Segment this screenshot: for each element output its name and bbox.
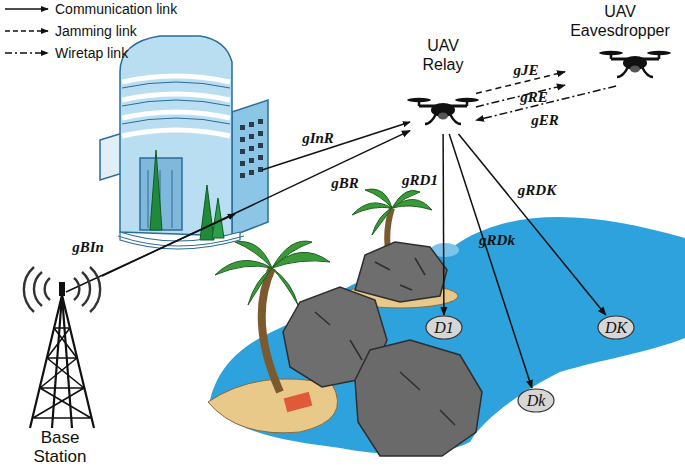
drone-legs	[425, 114, 461, 124]
rock	[355, 340, 482, 456]
tower-antenna	[59, 282, 65, 296]
building-steps	[118, 236, 244, 246]
node-label: Dk	[517, 388, 555, 413]
tower-symbol	[18, 268, 102, 430]
link-connector	[102, 131, 410, 277]
legend-solid-sample	[5, 8, 48, 9]
drone-legs	[617, 67, 653, 77]
channel-label: gRD1	[402, 172, 438, 189]
palm-trunk	[262, 268, 280, 392]
drone-rotor	[455, 98, 479, 102]
node-title: UAV Relay	[410, 36, 476, 74]
channel-label: gInR	[302, 130, 334, 147]
beach-towel	[284, 392, 313, 412]
channel-label: gER	[531, 112, 559, 129]
tower-leg	[30, 295, 94, 428]
node-label: D1	[425, 315, 463, 340]
tower-brace	[33, 328, 91, 418]
channel-label: gRE	[520, 89, 548, 106]
building-tower	[120, 36, 232, 236]
drone-camera	[630, 66, 640, 73]
link-connector	[476, 85, 565, 107]
node-ellipse-shape	[518, 389, 554, 412]
radio-wave	[24, 267, 50, 312]
destination-node: Dk	[517, 388, 555, 413]
node-label: DK	[597, 315, 635, 340]
legend-dashdot-sample	[5, 52, 48, 53]
channel-label: gBR	[331, 175, 359, 192]
channel-label: gJE	[513, 62, 538, 79]
legend-text: Jamming link	[55, 23, 137, 39]
link-connector	[442, 134, 444, 315]
drone-body	[407, 98, 479, 124]
tree	[150, 150, 162, 230]
rock	[355, 242, 447, 302]
building-wing	[232, 100, 268, 236]
palm-leaves	[215, 241, 330, 305]
tree	[212, 198, 224, 238]
drone-rotor	[647, 51, 671, 55]
channel-label: gRDK	[518, 182, 556, 199]
channel-label: gBIn	[72, 239, 104, 256]
node-ellipse-shape	[426, 316, 462, 339]
radio-wave	[74, 267, 100, 312]
legend-dashed-sample	[5, 30, 48, 31]
uav-relay: UAV Relay	[410, 36, 476, 134]
link-connector	[449, 134, 532, 388]
node-title: UAV Eavesdropper	[565, 2, 675, 40]
drone-symbol	[410, 94, 476, 134]
drone-camera	[438, 113, 448, 120]
radio-waves	[24, 267, 100, 312]
drone-rotor	[407, 98, 431, 102]
base-station: Base Station	[18, 268, 102, 466]
drone-rotor	[599, 51, 623, 55]
palm-leaves	[352, 189, 432, 235]
destination-node: DK	[597, 315, 635, 340]
channel-label: gRDk	[479, 232, 515, 249]
drone-body	[599, 51, 671, 77]
tower-lattice	[30, 295, 94, 428]
building-lines	[122, 82, 230, 124]
tree	[200, 185, 214, 240]
building-stripes	[122, 76, 230, 136]
destination-node: D1	[425, 315, 463, 340]
legend-text: Communication link	[55, 1, 177, 17]
link-connector	[459, 134, 606, 315]
building-windows	[240, 119, 263, 178]
sand-island	[208, 379, 338, 433]
uav-eavesdropper: UAV Eavesdropper	[565, 2, 675, 86]
rock-crack	[375, 258, 425, 290]
node-ellipse-shape	[598, 316, 634, 339]
node-title: Base Station	[18, 428, 102, 466]
drone-symbol	[565, 48, 675, 86]
building-to-relay-link	[262, 122, 410, 170]
legend-text: Wiretap link	[55, 45, 128, 61]
